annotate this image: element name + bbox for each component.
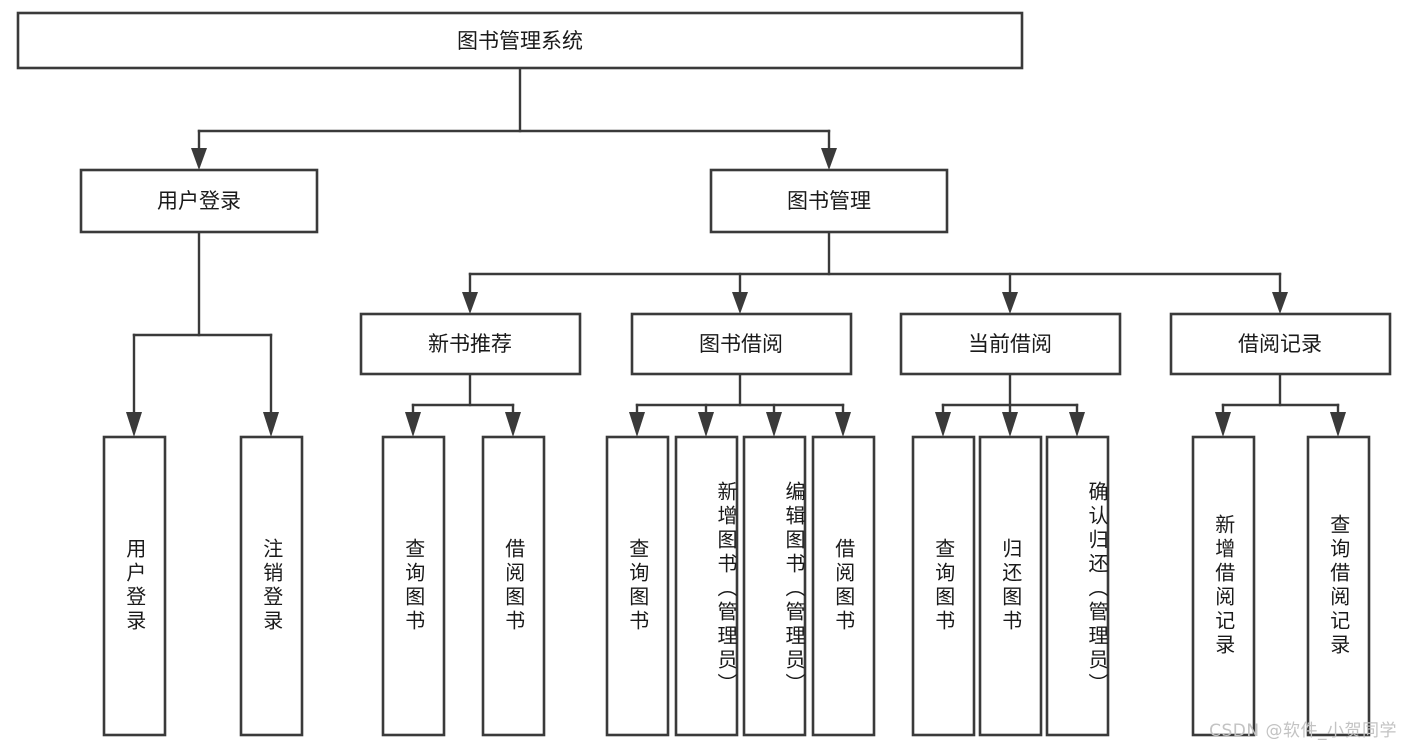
node-book-manage-label: 图书管理	[787, 189, 871, 213]
node-borrow-record-box[interactable]	[1169, 312, 1392, 376]
node-current-borrow[interactable]: 当前借阅	[899, 312, 1122, 376]
arrow-head-user-login	[191, 148, 207, 170]
node-root-label: 图书管理系统	[457, 29, 583, 53]
node-leaf-query-record-box[interactable]	[1306, 435, 1371, 737]
node-new-book-recommend-label: 新书推荐	[428, 332, 512, 356]
node-user-login-label: 用户登录	[157, 189, 241, 213]
node-leaf-add-book-box[interactable]	[674, 435, 739, 737]
node-book-borrow-label: 图书借阅	[699, 332, 783, 356]
arrow-head-leaf-borrow-book-2	[835, 412, 851, 437]
node-leaf-user-logout-box[interactable]	[239, 435, 304, 737]
arrow-head-leaf-query-book-1	[405, 412, 421, 437]
node-book-manage[interactable]: 图书管理	[709, 168, 949, 234]
node-book-manage-box[interactable]	[709, 168, 949, 234]
arrow-head-book-borrow	[732, 292, 748, 314]
node-leaf-user-login-box[interactable]	[102, 435, 167, 737]
node-leaf-add-record-box[interactable]	[1191, 435, 1256, 737]
arrow-head-leaf-confirm-return	[1069, 412, 1085, 437]
arrow-head-leaf-query-book-3	[935, 412, 951, 437]
arrow-head-leaf-edit-book	[766, 412, 782, 437]
arrow-head-leaf-add-book	[698, 412, 714, 437]
arrow-head-leaf-borrow-book-1	[505, 412, 521, 437]
node-new-book-recommend-box[interactable]	[359, 312, 582, 376]
node-leaf-query-book-3-box[interactable]	[911, 435, 976, 737]
arrow-head-leaf-add-record	[1215, 412, 1231, 437]
arrow-head-leaf-user-login	[126, 412, 142, 437]
node-root-box[interactable]	[16, 11, 1024, 70]
node-leaf-confirm-return-box[interactable]	[1045, 435, 1110, 737]
arrow-head-borrow-record	[1272, 292, 1288, 314]
node-new-book-recommend[interactable]: 新书推荐	[359, 312, 582, 376]
arrow-head-new-book-recommend	[462, 292, 478, 314]
leaf-box-layer[interactable]	[102, 435, 1371, 737]
arrow-head-leaf-user-logout	[263, 412, 279, 437]
node-book-borrow[interactable]: 图书借阅	[630, 312, 853, 376]
connector-layer	[126, 66, 1346, 437]
node-leaf-query-book-2-box[interactable]	[605, 435, 670, 737]
arrow-head-current-borrow	[1002, 292, 1018, 314]
node-leaf-query-book-1-box[interactable]	[381, 435, 446, 737]
arrow-head-leaf-return-book	[1002, 412, 1018, 437]
arrow-head-leaf-query-record	[1330, 412, 1346, 437]
node-leaf-borrow-book-2-box[interactable]	[811, 435, 876, 737]
node-borrow-record-label: 借阅记录	[1238, 332, 1322, 356]
node-current-borrow-box[interactable]	[899, 312, 1122, 376]
node-user-login[interactable]: 用户登录	[79, 168, 319, 234]
node-root[interactable]: 图书管理系统	[16, 11, 1024, 70]
node-borrow-record[interactable]: 借阅记录	[1169, 312, 1392, 376]
arrow-head-book-manage	[821, 148, 837, 170]
node-user-login-box[interactable]	[79, 168, 319, 234]
node-current-borrow-label: 当前借阅	[968, 332, 1052, 356]
node-book-borrow-box[interactable]	[630, 312, 853, 376]
node-leaf-return-book-box[interactable]	[978, 435, 1043, 737]
node-leaf-edit-book-box[interactable]	[742, 435, 807, 737]
arrow-head-leaf-query-book-2	[629, 412, 645, 437]
node-leaf-borrow-book-1-box[interactable]	[481, 435, 546, 737]
csdn-watermark: CSDN @软件_小贺同学	[1209, 721, 1397, 741]
